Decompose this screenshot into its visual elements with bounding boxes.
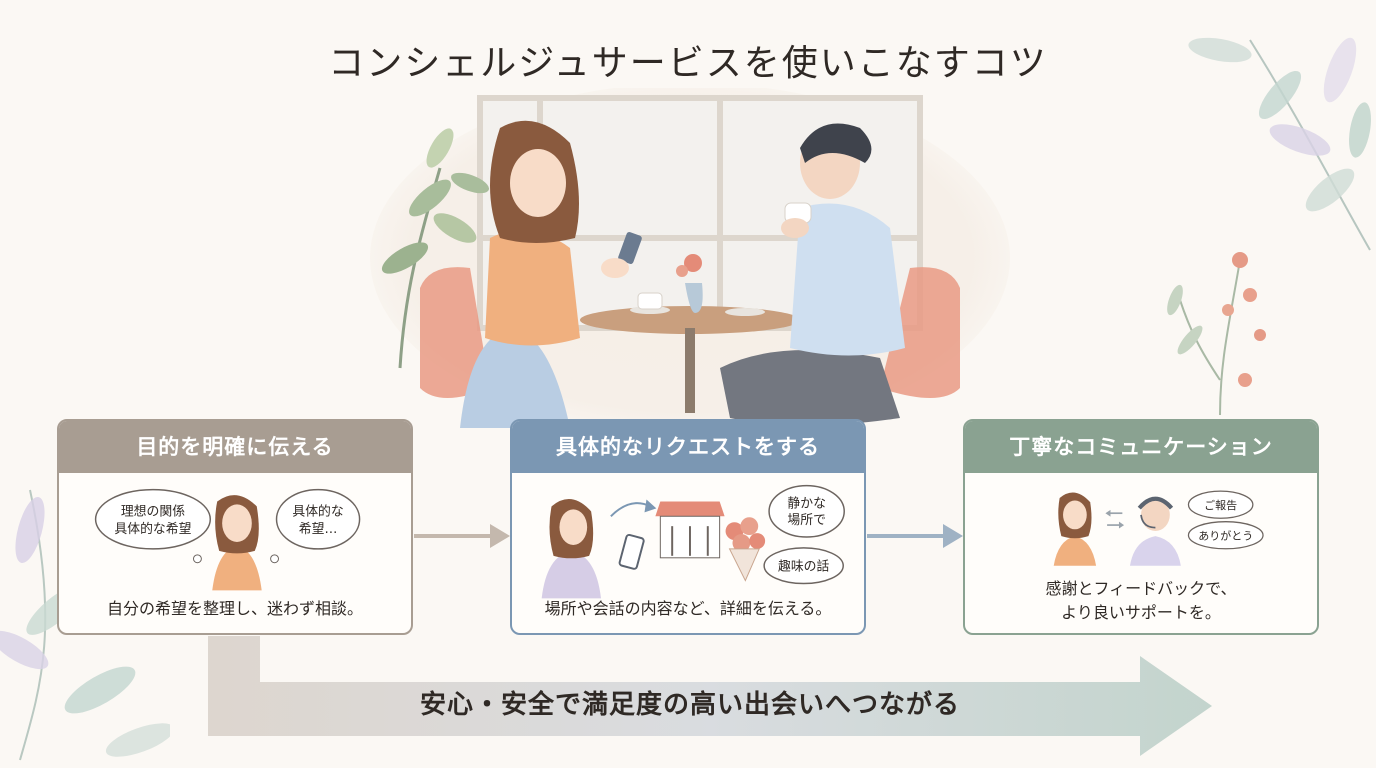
step-3-heading: 丁寧なコミュニケーション <box>965 421 1317 473</box>
bubble-text-quiet: 静かな <box>787 496 826 511</box>
thinking-woman <box>212 495 262 591</box>
step-card-3: 丁寧なコミュニケーション ご報告 ありがとう 感謝とフィードバックで <box>963 419 1319 635</box>
woman-with-phone-small <box>541 499 645 599</box>
step-1-description: 自分の希望を整理し、迷わず相談。 <box>106 599 363 618</box>
flow-arrow-1 <box>414 524 510 548</box>
woman-thanking <box>1053 492 1097 566</box>
speech-bubble-report: ご報告 <box>1187 490 1254 519</box>
bubble-text-specific: 具体的な <box>292 503 343 519</box>
bubble-text-report: ご報告 <box>1204 498 1237 512</box>
flow-arrow-2 <box>867 524 963 548</box>
restaurant-icon <box>655 501 725 559</box>
speech-bubble-quiet-place: 静かな 場所で <box>768 484 845 538</box>
thought-bubble-left: 理想の関係 具体的な希望 <box>94 488 212 564</box>
bubble-text-hobby: 趣味の話 <box>778 559 830 575</box>
step-3-description-line-2: より良いサポートを。 <box>1061 603 1221 622</box>
bubble-text-thanks: ありがとう <box>1198 528 1253 542</box>
step-2-illustration: 静かな 場所で 趣味の話 <box>541 484 845 599</box>
right-chair <box>880 267 960 398</box>
leaf-decoration-top-right <box>1188 37 1371 251</box>
conclusion-arrow <box>208 636 1212 756</box>
left-chair <box>420 267 490 398</box>
step-card-2: 具体的なリクエストをする 静かな 場所で <box>510 419 866 635</box>
cafe-couple-illustration <box>370 88 1010 433</box>
exchange-arrows-icon <box>1105 509 1125 529</box>
speech-bubble-thanks: ありがとう <box>1187 521 1264 550</box>
step-1-illustration: 理想の関係 具体的な希望 具体的な 希望… <box>94 488 361 591</box>
man-with-coffee <box>720 123 905 426</box>
concierge-operator <box>1129 496 1181 566</box>
plant <box>381 128 489 369</box>
step-1-heading: 目的を明確に伝える <box>59 421 411 473</box>
page-title: コンシェルジュサービスを使いこなすコツ <box>328 43 1048 84</box>
woman-with-phone <box>460 120 642 428</box>
speech-bubble-hobby-talk: 趣味の話 <box>763 547 844 585</box>
step-3-description-line-1: 感謝とフィードバックで、 <box>1045 579 1237 598</box>
step-2-description: 場所や会話の内容など、詳細を伝える。 <box>544 599 832 618</box>
bubble-text-place: 場所で <box>787 513 826 528</box>
bouquet-icon <box>725 517 766 582</box>
bubble-text-ideal-relationship: 理想の関係 <box>121 503 185 519</box>
step-3-illustration: ご報告 ありがとう <box>1053 490 1264 566</box>
bubble-text-wishes: 希望… <box>299 521 338 537</box>
thought-bubble-right: 具体的な 希望… <box>270 488 361 564</box>
bubble-text-specific-wishes: 具体的な希望 <box>114 521 191 537</box>
step-card-1: 目的を明確に伝える 理想の関係 具体的な希望 具体的な 希望… 自分の希望を整理… <box>57 419 413 635</box>
step-2-heading: 具体的なリクエストをする <box>512 421 864 473</box>
conclusion-text: 安心・安全で満足度の高い出会いへつながる <box>419 690 960 720</box>
step-3-description: 感謝とフィードバックで、 より良いサポートを。 <box>965 577 1317 625</box>
flower-decoration-right <box>1167 252 1266 416</box>
